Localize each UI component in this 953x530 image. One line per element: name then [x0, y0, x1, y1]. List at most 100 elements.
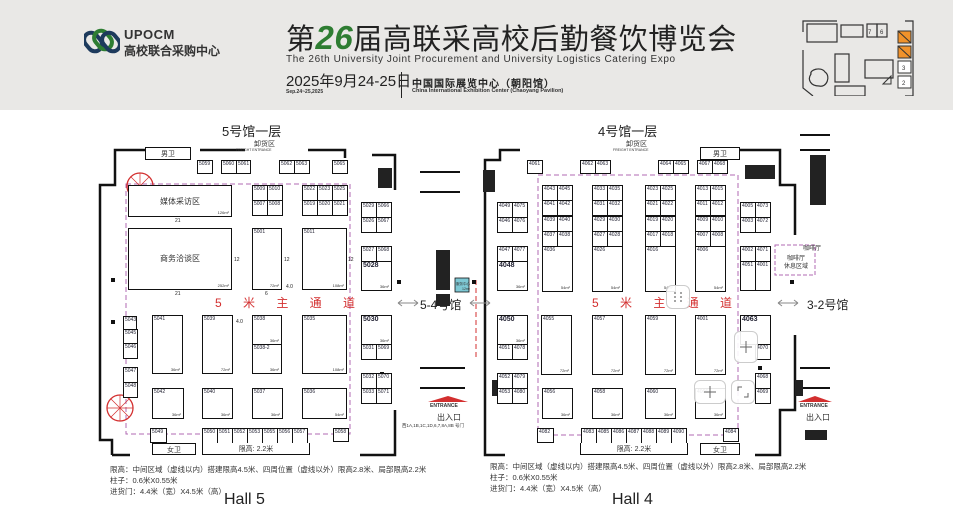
booth-5071[interactable]: 5071 [376, 388, 392, 404]
booth-4061[interactable]: 4061 [527, 160, 543, 174]
booth-5056[interactable]: 5056 [277, 428, 293, 444]
booth-4003[interactable]: 4003 [740, 217, 756, 233]
booth-5025[interactable]: 5025 [332, 185, 348, 201]
booth-5008[interactable]: 5008 [267, 200, 283, 216]
booth-5058[interactable]: 5058 [333, 428, 349, 442]
booth-5043[interactable]: 5043 [123, 316, 137, 330]
booth-4063[interactable]: 4063 [595, 160, 611, 174]
booth-5045[interactable]: 5045 [123, 329, 138, 344]
booth-5065[interactable]: 5065 [332, 160, 348, 174]
booth-4042[interactable]: 4042 [557, 200, 573, 216]
booth-5068[interactable]: 5068 [376, 246, 392, 262]
booth-4075[interactable]: 4075 [512, 202, 528, 218]
booth-4013[interactable]: 4013 [695, 185, 711, 201]
booth-5060[interactable]: 5060 [221, 160, 237, 174]
zoom-in-button-2[interactable] [694, 380, 726, 404]
booth-5066[interactable]: 5066 [376, 202, 392, 218]
booth-4080[interactable]: 4080 [512, 388, 528, 404]
fullscreen-button[interactable] [731, 380, 755, 404]
booth-4022[interactable]: 4022 [660, 200, 676, 216]
booth-4029[interactable]: 4029 [592, 216, 608, 232]
booth-5022[interactable]: 5022 [302, 185, 318, 201]
zoom-in-button[interactable] [734, 331, 758, 363]
booth-4021[interactable]: 4021 [645, 200, 661, 216]
booth-4068b[interactable]: 4068 [755, 373, 771, 389]
booth-4020[interactable]: 4020 [660, 216, 676, 232]
booth-4030[interactable]: 4030 [607, 216, 623, 232]
booth-4076[interactable]: 4076 [512, 217, 528, 233]
booth-4046[interactable]: 4046 [497, 217, 513, 233]
booth-4089[interactable]: 4089 [656, 428, 672, 444]
drag-handle[interactable] [666, 285, 690, 309]
booth-4051[interactable]: 4051 [497, 344, 513, 360]
booth-4005[interactable]: 4005 [740, 202, 756, 218]
booth-4035[interactable]: 4035 [607, 185, 623, 201]
booth-5010[interactable]: 5010 [267, 185, 283, 201]
media-interview-zone[interactable]: 媒体采访区 126m² [128, 185, 232, 217]
booth-4049[interactable]: 4049 [497, 202, 513, 218]
booth-4084[interactable]: 4084 [723, 428, 739, 442]
booth-4078[interactable]: 4078 [512, 344, 528, 360]
booth-4052[interactable]: 4052 [497, 373, 513, 389]
booth-4053[interactable]: 4053 [497, 388, 513, 404]
booth-4067[interactable]: 4067 [697, 160, 713, 174]
booth-4027[interactable]: 4027 [592, 231, 608, 247]
booth-4038[interactable]: 4038 [557, 231, 573, 247]
booth-5061[interactable]: 5061 [236, 160, 251, 174]
booth-4011[interactable]: 4011 [695, 200, 711, 216]
booth-4090[interactable]: 4090 [671, 428, 687, 444]
booth-4085[interactable]: 4085 [596, 428, 612, 444]
booth-4023[interactable]: 4023 [645, 185, 661, 201]
booth-5069[interactable]: 5069 [376, 344, 392, 360]
booth-4001b[interactable]: 4001 [755, 261, 771, 291]
booth-4087[interactable]: 4087 [626, 428, 642, 444]
booth-5049[interactable]: 5049 [150, 428, 167, 443]
booth-4088[interactable]: 4088 [641, 428, 657, 444]
booth-4072[interactable]: 4072 [755, 217, 771, 233]
booth-5067[interactable]: 5067 [376, 217, 392, 233]
booth-4025[interactable]: 4025 [660, 185, 676, 201]
booth-4010[interactable]: 4010 [710, 216, 726, 232]
booth-4008[interactable]: 4008 [710, 231, 726, 247]
booth-5055[interactable]: 5055 [262, 428, 278, 444]
booth-4012[interactable]: 4012 [710, 200, 726, 216]
booth-4017[interactable]: 4017 [645, 231, 661, 247]
booth-4040[interactable]: 4040 [557, 216, 573, 232]
booth-5057[interactable]: 5057 [292, 428, 308, 444]
booth-5053[interactable]: 5053 [247, 428, 263, 444]
booth-5020[interactable]: 5020 [317, 200, 333, 216]
booth-4073[interactable]: 4073 [755, 202, 771, 218]
booth-5033[interactable]: 5033 [361, 388, 377, 404]
booth-4047[interactable]: 4047 [497, 246, 513, 262]
booth-4032[interactable]: 4032 [607, 200, 623, 216]
booth-4039[interactable]: 4039 [542, 216, 558, 232]
booth-4028[interactable]: 4028 [607, 231, 623, 247]
booth-4065[interactable]: 4065 [673, 160, 689, 174]
booth-5029[interactable]: 5029 [361, 202, 377, 218]
booth-5046[interactable]: 5046 [123, 343, 138, 359]
booth-5051[interactable]: 5051 [217, 428, 233, 444]
booth-4083[interactable]: 4083 [581, 428, 597, 444]
booth-4002[interactable]: 4002 [740, 246, 756, 262]
booth-4041[interactable]: 4041 [542, 200, 558, 216]
booth-5047[interactable]: 5047 [123, 367, 138, 383]
booth-5023[interactable]: 5023 [317, 185, 333, 201]
booth-5032[interactable]: 5032 [361, 373, 377, 389]
